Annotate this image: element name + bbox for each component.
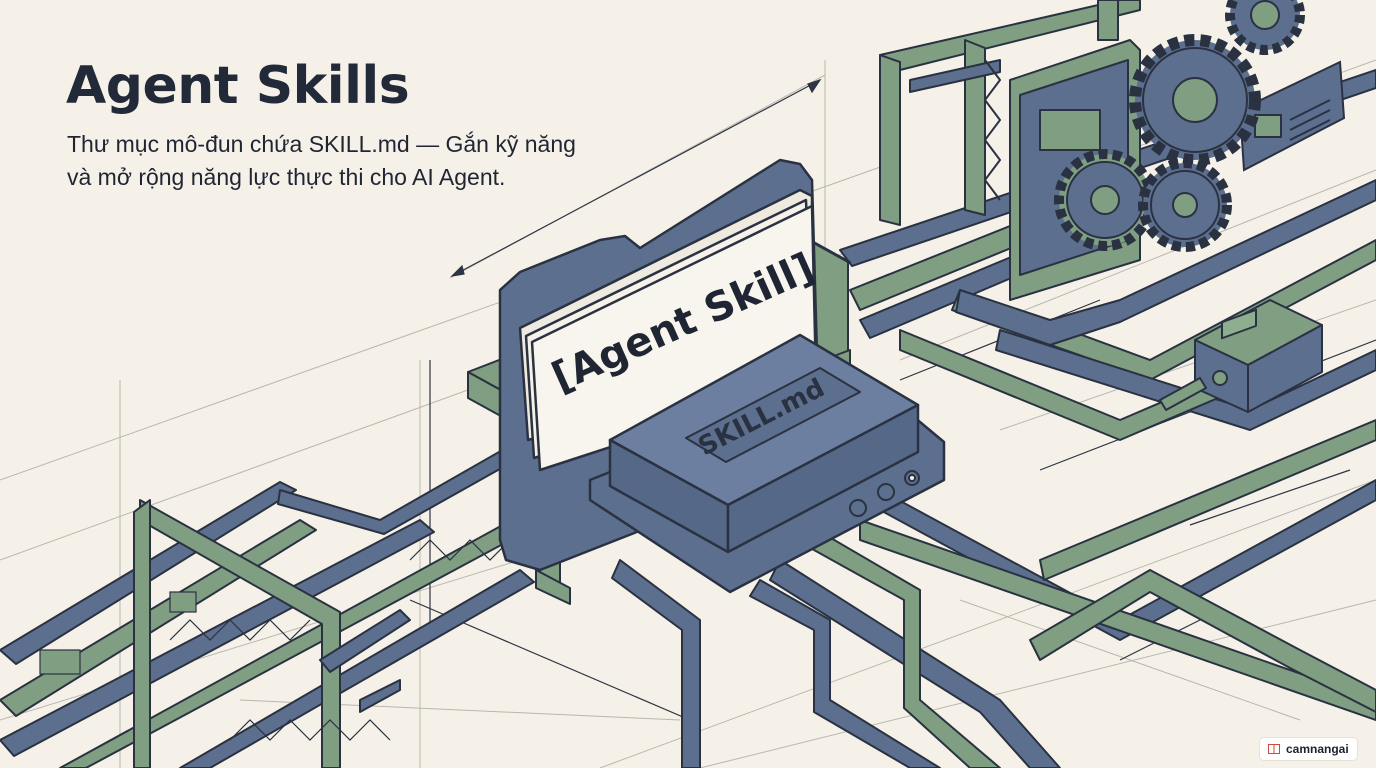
truss-details-left [39, 539, 511, 741]
book-icon [1268, 744, 1280, 754]
page-subtitle: Thư mục mô-đun chứa SKILL.md — Gắn kỹ nă… [67, 128, 627, 194]
gear-icon [1054, 0, 1305, 252]
junction-box [1159, 299, 1323, 413]
block-connectors [849, 470, 920, 517]
page-title: Agent Skills [66, 56, 410, 116]
skill-md-block [588, 333, 946, 594]
watermark: camnangai [1260, 738, 1357, 760]
subtitle-line-1: Thư mục mô-đun chứa SKILL.md — Gắn kỹ nă… [67, 131, 576, 157]
watermark-text: camnangai [1286, 742, 1349, 756]
control-panel [1238, 60, 1346, 172]
pipe-network-left [0, 439, 545, 768]
subtitle-line-2: và mở rộng năng lực thực thi cho AI Agen… [67, 164, 506, 190]
